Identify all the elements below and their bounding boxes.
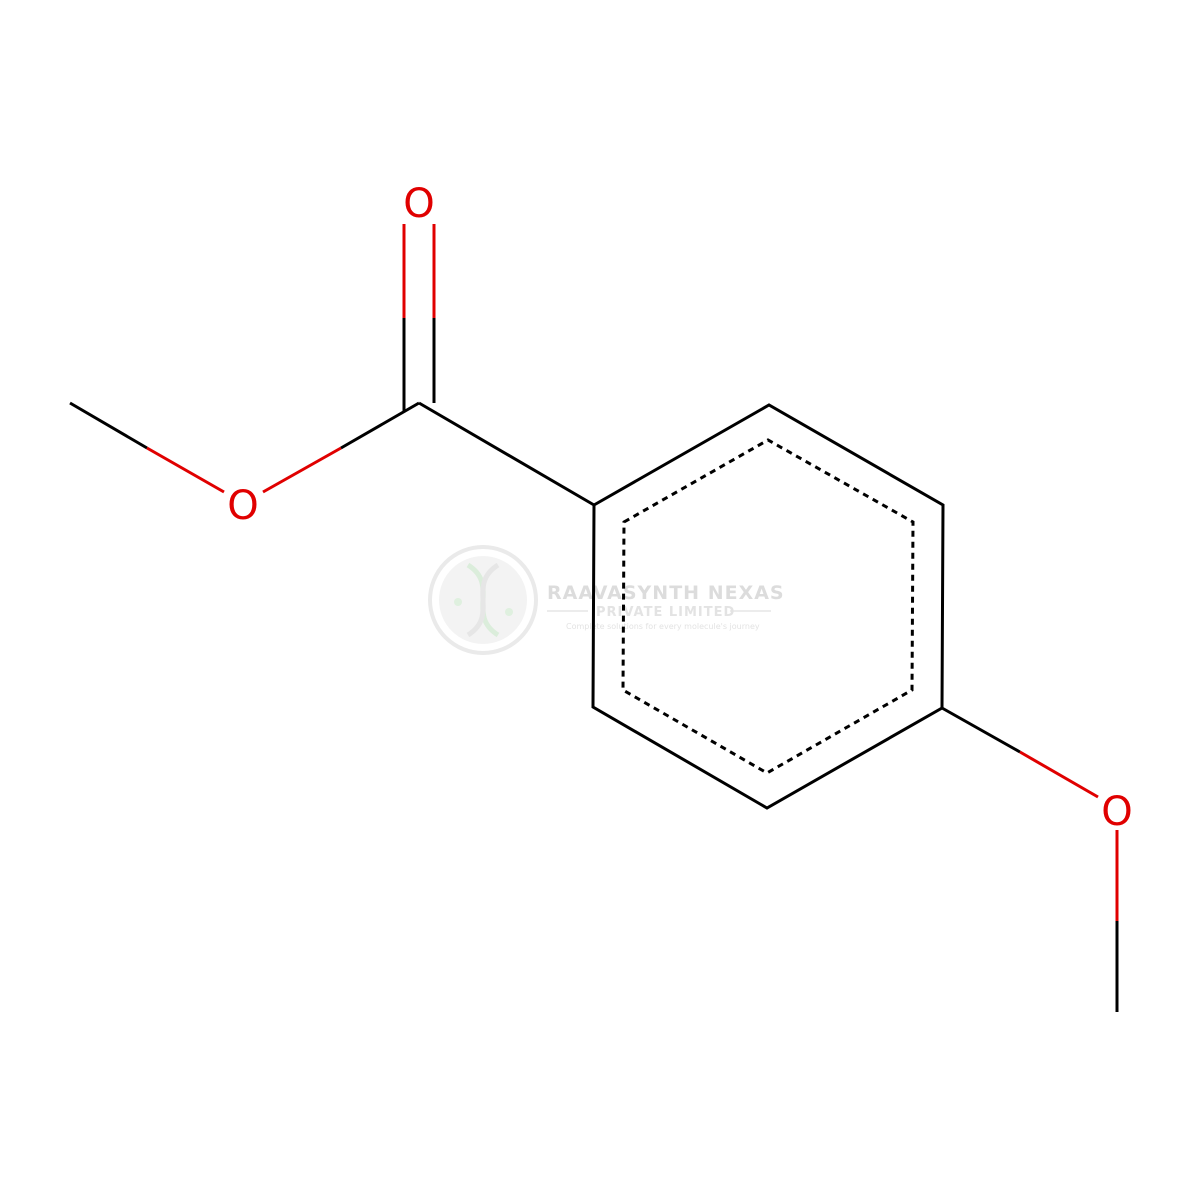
atom-methoxy-oxygen: O <box>1101 789 1132 835</box>
bond-methyl-ester-red <box>146 446 225 494</box>
watermark-tagline: Complete solutions for every molecule's … <box>566 622 760 631</box>
dna-helix-logo-icon <box>428 545 538 655</box>
atom-carbonyl-oxygen: O <box>403 181 434 227</box>
watermark-title: RAAVASYNTH NEXAS <box>547 582 785 604</box>
bond-ring-methoxy-black <box>941 706 1021 754</box>
bond-carbonyl-ring <box>418 401 595 507</box>
bond-ester-carbonyl-red <box>262 446 342 494</box>
benzene-ring-aromatic-dashed <box>621 438 915 775</box>
atom-ester-oxygen: O <box>227 483 258 529</box>
bonds <box>69 224 1119 1012</box>
watermark-subtitle: PRIVATE LIMITED <box>596 605 735 620</box>
bond-ester-carbonyl-black <box>340 401 420 450</box>
watermark: RAAVASYNTH NEXAS PRIVATE LIMITED Complet… <box>428 545 785 655</box>
bond-methyl-ester-black <box>69 401 148 450</box>
bond-ring-methoxy-red <box>1019 750 1099 799</box>
